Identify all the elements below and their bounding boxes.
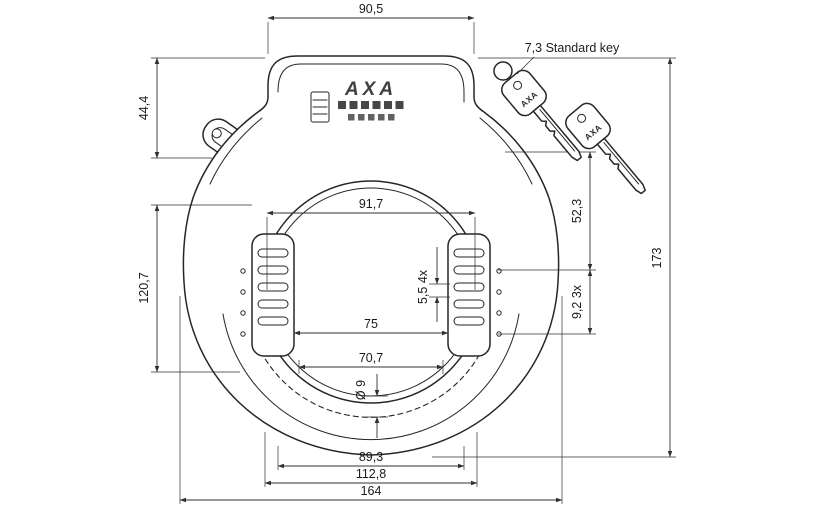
mount-holes-left (240, 268, 246, 337)
ring-inner-wall (222, 313, 520, 441)
key-primary: AXA (501, 69, 582, 162)
keys-group: AXA AXA 7,3 Standard key (493, 41, 646, 195)
shackle-guide-left (251, 233, 295, 357)
axa-logo: AXA (344, 79, 397, 100)
extension-line (179, 296, 563, 504)
dim-left-height: 120,7 (137, 204, 252, 373)
guide-slot (453, 299, 485, 309)
key-secondary: AXA (565, 102, 646, 195)
dim-total-height: 173 (432, 57, 676, 458)
key-ring (493, 61, 513, 81)
mount-hole (496, 289, 502, 295)
guide-slot (257, 282, 289, 292)
key-blade (532, 104, 582, 162)
key-head-hole (513, 80, 523, 90)
guide-slot (453, 316, 485, 326)
dimension-value: 173 (650, 248, 664, 269)
mount-hole (496, 310, 502, 316)
guide-slot (453, 265, 485, 275)
dim-slot-pitch: 5,5 4x (416, 247, 450, 322)
guide-slot (257, 248, 289, 258)
extension-line (432, 57, 676, 458)
dimension-value: 90,5 (359, 2, 383, 16)
mount-hole (240, 268, 246, 274)
lever-pivot (211, 128, 222, 139)
dimension-value: 70,7 (359, 351, 383, 365)
extension-line (429, 283, 450, 298)
guide-slot (257, 265, 289, 275)
standard-key-label: 7,3 Standard key (525, 41, 620, 55)
dim-guide-inner-span: 75 (293, 317, 449, 342)
dimension-value: 75 (364, 317, 378, 331)
extension-line (266, 217, 476, 290)
dimension-value: 52,3 (570, 199, 584, 223)
extension-line (498, 151, 596, 271)
dim-top-width: 90,5 (267, 2, 475, 54)
dimensions-layer: 90,5 44,4 120,7 91,7 52,3 9,2 3x (137, 2, 676, 504)
dimension-value: Ø 9 (354, 380, 368, 400)
housing-details: AXA (310, 79, 404, 123)
dim-total-width: 164 (179, 296, 563, 504)
key-blade-groove (603, 142, 640, 185)
mount-hole (496, 268, 502, 274)
shoulder-accent-left (209, 117, 263, 185)
key-blade-groove (539, 109, 576, 152)
guide-slot (453, 248, 485, 258)
mount-hole (240, 331, 246, 337)
dimension-value: 9,2 3x (570, 284, 584, 319)
dim-hole-pitch: 9,2 3x (498, 269, 596, 335)
dim-right-upper-offset: 52,3 (498, 151, 596, 271)
guide-slot (257, 299, 289, 309)
dimension-value: 112,8 (356, 467, 386, 481)
mount-hole (240, 289, 246, 295)
key-head-hole (577, 113, 587, 123)
dimension-value: 89,3 (359, 450, 383, 464)
key-note-leader (516, 56, 535, 75)
shackle-guide-right (447, 233, 491, 357)
key-note: 7,3 Standard key (516, 41, 620, 75)
extension-line (264, 432, 478, 487)
dimension-value: 120,7 (137, 272, 151, 303)
dimension-value: 44,4 (137, 96, 151, 120)
frame-lock-drawing: AXA (182, 55, 560, 456)
shoulder-accent-right (479, 117, 533, 185)
dim-inner-diameter: 91,7 (266, 197, 476, 290)
dim-lower-inner-span: 70,7 (298, 351, 444, 374)
extension-line (267, 22, 475, 54)
dim-shackle-diameter: Ø 9 (354, 374, 388, 438)
mount-hole (240, 310, 246, 316)
dim-bottom-mid-width: 112,8 (264, 432, 478, 487)
extension-line (151, 57, 265, 159)
dim-bracket-height: 44,4 (137, 57, 265, 159)
dimension-value: 164 (361, 484, 382, 498)
dim-bottom-inner-width: 89,3 (277, 446, 465, 470)
dimension-value: 91,7 (359, 197, 383, 211)
model-text-blocks (338, 101, 404, 121)
extension-line (151, 204, 252, 373)
housing-inner-contour (277, 63, 465, 103)
guide-slot (453, 282, 485, 292)
cylinder-plate-lines (312, 99, 328, 115)
guide-slot (257, 316, 289, 326)
dimension-value: 5,5 4x (416, 269, 430, 304)
key-blade (596, 137, 646, 195)
